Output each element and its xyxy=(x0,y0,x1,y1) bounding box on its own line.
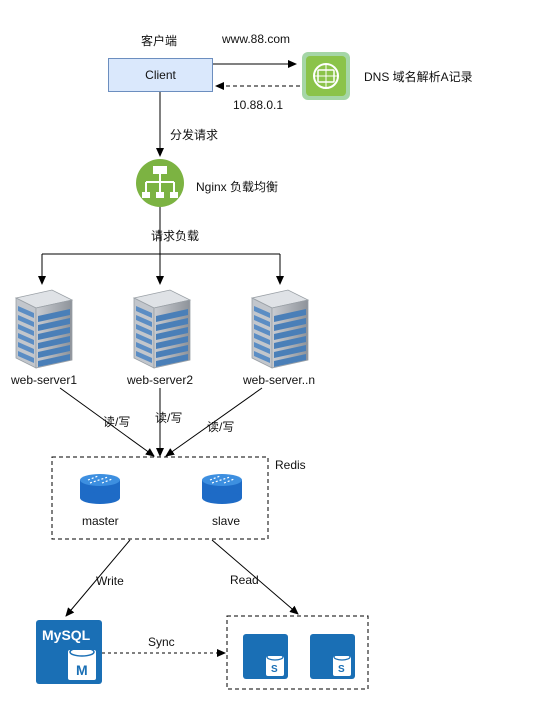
nginx-label: Nginx 负载均衡 xyxy=(196,180,279,194)
client-label: Client xyxy=(145,68,176,82)
replica-badge-2: S xyxy=(338,664,345,675)
replica-group-box xyxy=(226,615,369,690)
rw-label-2: 读/写 xyxy=(155,411,183,425)
load-label: 请求负载 xyxy=(151,229,200,243)
client-caption: 客户端 xyxy=(141,34,178,48)
dns-label: DNS 域名解析A记录 xyxy=(364,70,473,84)
dns-answer-label: 10.88.0.1 xyxy=(233,98,284,112)
read-label: Read xyxy=(230,573,259,587)
mysql-master-icon: MySQL M xyxy=(36,620,102,684)
redis-slave-label: slave xyxy=(212,514,241,528)
dispatch-label: 分发请求 xyxy=(170,128,219,142)
dns-query-label: www.88.com xyxy=(222,32,291,46)
server-label-3: web-server..n xyxy=(243,373,316,387)
redis-label: Redis xyxy=(275,458,306,472)
replica-db-icon-2: S xyxy=(310,634,355,679)
read-arrow xyxy=(211,539,299,615)
dns-icon xyxy=(302,52,350,100)
write-label: Write xyxy=(96,574,124,588)
nginx-load-balancer-icon xyxy=(136,159,184,207)
rw-arrow-1 xyxy=(59,387,155,457)
sync-label: Sync xyxy=(148,635,175,649)
redis-master-label: master xyxy=(82,514,119,528)
server-icon-3 xyxy=(250,289,310,369)
replica-badge-1: S xyxy=(271,664,278,675)
redis-master-icon xyxy=(80,474,120,504)
server-icon-2 xyxy=(132,289,192,369)
rw-label-3: 读/写 xyxy=(207,420,235,434)
replica-db-icon-1: S xyxy=(243,634,288,679)
rw-label-1: 读/写 xyxy=(103,415,131,429)
server-icon-1 xyxy=(14,289,74,369)
server-label-1: web-server1 xyxy=(11,373,78,387)
write-arrow xyxy=(65,539,131,617)
server-label-2: web-server2 xyxy=(127,373,194,387)
mysql-logo-text: MySQL xyxy=(42,627,91,643)
client-node[interactable]: Client xyxy=(108,58,213,92)
rw-arrow-3 xyxy=(165,387,263,457)
redis-slave-icon xyxy=(202,474,242,504)
redis-group-box xyxy=(51,456,269,540)
mysql-badge-text: M xyxy=(76,662,88,678)
